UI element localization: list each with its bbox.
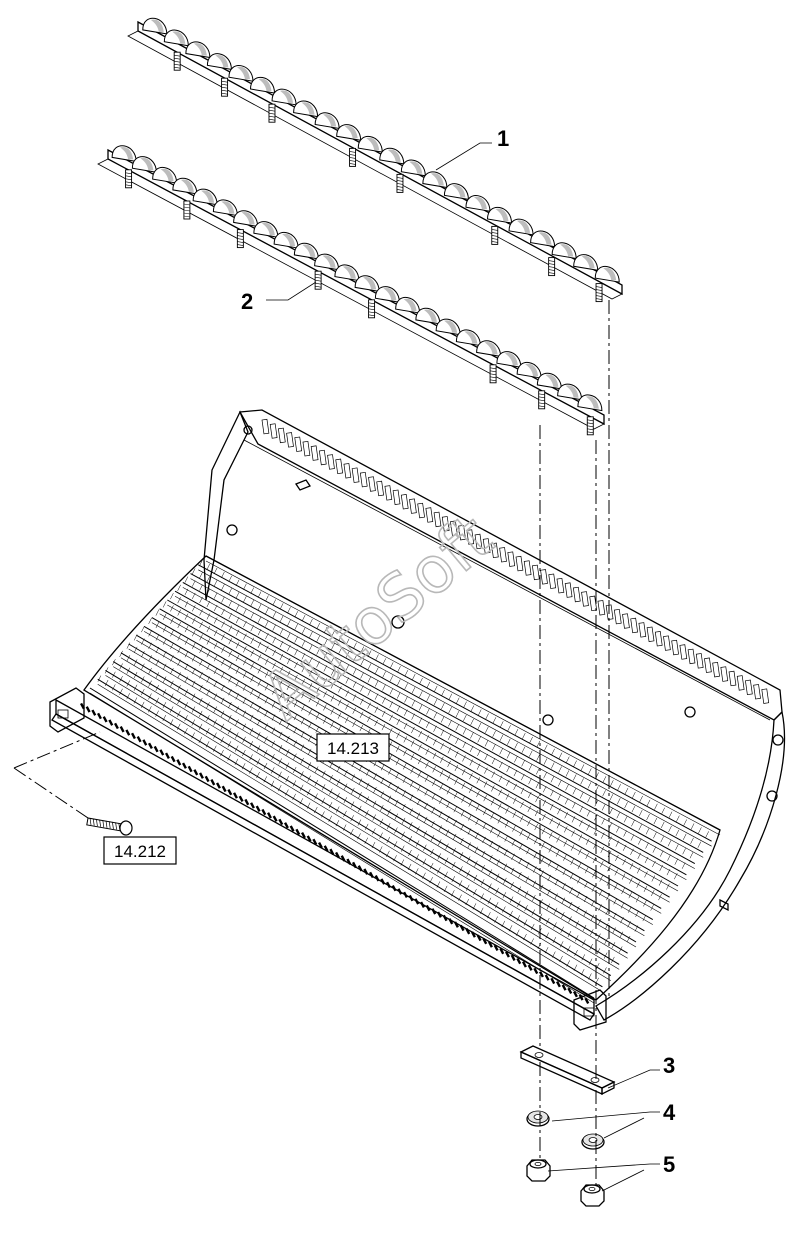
- washer-icon: [581, 1133, 605, 1150]
- reference-box-bolt[interactable]: 14.212: [103, 836, 177, 865]
- concave-grate-icon: [49, 409, 786, 1031]
- callout-1: 1: [497, 126, 509, 151]
- leader-lines: [266, 142, 660, 1192]
- plate-icon: [519, 1045, 616, 1096]
- callout-4: 4: [663, 1100, 676, 1125]
- callout-2: 2: [241, 289, 253, 314]
- rasp-bar-upper-icon: [127, 17, 623, 303]
- reference-bolt-label: 14.212: [114, 842, 166, 861]
- rasp-bar-lower-icon: [97, 145, 605, 436]
- washer-icon: [526, 1110, 550, 1127]
- callout-3: 3: [663, 1053, 675, 1078]
- alignment-lines: [13, 300, 610, 1188]
- reference-concave-label: 14.213: [327, 739, 379, 758]
- reference-box-concave[interactable]: 14.213: [316, 733, 390, 762]
- bolt-icon: [86, 817, 133, 836]
- nut-icon: [526, 1159, 551, 1182]
- nut-icon: [580, 1184, 605, 1207]
- callout-5: 5: [663, 1152, 675, 1177]
